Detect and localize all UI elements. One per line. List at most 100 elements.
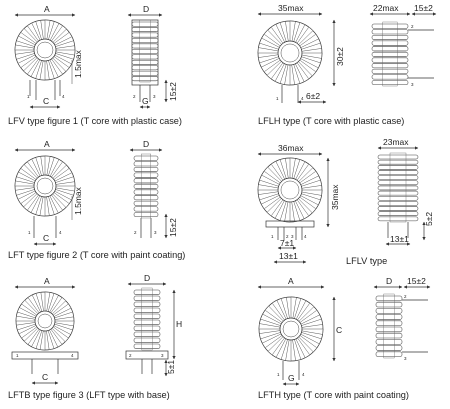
coil-turn bbox=[131, 32, 159, 38]
lfv-label-g: G bbox=[142, 96, 149, 106]
lftb-pin-2: 2 bbox=[129, 353, 132, 358]
lflv-dim-g3: 13±1 bbox=[390, 234, 409, 244]
coil-turn bbox=[131, 21, 159, 27]
coil-turn bbox=[371, 34, 409, 40]
lflv-dim-depth: 23max bbox=[383, 137, 409, 147]
figure-lftb: A 1 4 C D 2 3 H 5±1 LFTB typ bbox=[8, 273, 182, 400]
lflv-pin-3: 3 bbox=[291, 234, 294, 239]
coil-turn bbox=[131, 38, 159, 43]
coil-turn bbox=[133, 301, 161, 307]
lflh-pin-4: 4 bbox=[301, 96, 304, 101]
figure-lflh: 35max 1 4 6±2 30±2 22max 15±2 2 3 LFLH t… bbox=[257, 3, 437, 126]
coil-turn bbox=[377, 206, 419, 211]
figure-lft: A 1 4 C 1.5max D 2 3 15±2 LFT type figur… bbox=[8, 139, 185, 260]
lflv-dim-height: 35max bbox=[330, 184, 340, 210]
lft-label-a: A bbox=[44, 139, 50, 149]
lft-front-view: A 1 4 C 1.5max bbox=[14, 139, 83, 246]
coil-turn bbox=[133, 337, 161, 343]
coil-turn bbox=[131, 43, 159, 49]
lftb-label-c: C bbox=[42, 372, 48, 382]
core-outline bbox=[139, 19, 151, 83]
lflh-pin-3: 3 bbox=[411, 82, 414, 87]
coil-turn bbox=[375, 314, 403, 320]
lfv-pin-3: 3 bbox=[153, 94, 156, 99]
lfth-label-a: A bbox=[288, 276, 294, 286]
lflv-pin-1: 1 bbox=[271, 234, 274, 239]
lftb-label-d: D bbox=[144, 273, 150, 283]
lfv-dim-1: 1.5max bbox=[73, 49, 83, 78]
lfv-side-view: D 2 3 G 15±2 bbox=[127, 4, 178, 109]
coil-turn bbox=[131, 54, 159, 60]
coil-turn bbox=[377, 175, 419, 180]
core-outline bbox=[140, 153, 151, 219]
lft-pin-2: 2 bbox=[134, 230, 137, 235]
lflh-pin-1: 1 bbox=[276, 96, 279, 101]
coil-turn bbox=[371, 57, 409, 63]
coil-turn bbox=[375, 326, 403, 333]
lflh-front-view: 35max 1 4 6±2 30±2 bbox=[257, 3, 345, 104]
lft-label-c: C bbox=[43, 233, 49, 243]
core-outline bbox=[383, 293, 395, 359]
coil-turn bbox=[377, 180, 419, 186]
coil-turn bbox=[371, 80, 409, 86]
coil-turn bbox=[133, 289, 161, 295]
coil-turn bbox=[133, 200, 159, 206]
lftb-dim-2: 5±1 bbox=[166, 360, 176, 374]
lfth-dim-lead: 15±2 bbox=[407, 276, 426, 286]
lfv-caption: LFV type figure 1 (T core with plastic c… bbox=[8, 116, 182, 126]
coil-turn bbox=[377, 170, 419, 175]
coil-turn bbox=[133, 212, 159, 218]
coil-turn bbox=[133, 166, 159, 172]
coil-turn bbox=[377, 185, 419, 191]
lft-pin-1: 1 bbox=[28, 230, 31, 235]
lfth-pin-4: 4 bbox=[302, 372, 305, 377]
lfv-front-view: 1 4 A C 1.5max bbox=[14, 4, 83, 109]
coil-turn bbox=[131, 48, 159, 54]
coil-turn bbox=[133, 325, 161, 331]
coil-turn bbox=[377, 195, 419, 201]
coil-turn bbox=[133, 331, 161, 337]
coil-turn bbox=[375, 345, 403, 351]
lflv-pin-2: 2 bbox=[286, 234, 289, 239]
coil-turn bbox=[375, 295, 403, 302]
lftb-pin-3: 3 bbox=[161, 353, 164, 358]
lfv-label-a: A bbox=[44, 4, 50, 14]
coil-turn bbox=[131, 59, 159, 65]
lftb-label-h: H bbox=[176, 319, 182, 329]
lflv-dim-g1: 7±1 bbox=[280, 238, 294, 248]
figure-lflv: 36max 1 2 3 4 7±1 13±1 35max LFLV type 2… bbox=[257, 137, 434, 266]
coil-turn bbox=[377, 159, 419, 165]
coil-turn bbox=[377, 190, 419, 196]
coil-turn bbox=[131, 65, 159, 71]
lftb-caption: LFTB type figure 3 (LFT type with base) bbox=[8, 390, 170, 400]
lfth-label-g: G bbox=[288, 373, 295, 383]
lftb-pin-1: 1 bbox=[16, 353, 19, 358]
coil-turn bbox=[131, 27, 159, 32]
lfv-pin-4: 4 bbox=[62, 94, 65, 99]
coil-turn bbox=[133, 319, 161, 325]
coil-turn bbox=[133, 178, 159, 184]
lft-pin-4: 4 bbox=[59, 230, 62, 235]
lfv-label-c: C bbox=[43, 96, 49, 106]
lflh-dim-width: 35max bbox=[278, 3, 304, 13]
lft-dim-2: 15±2 bbox=[168, 218, 178, 237]
figure-lfth: A 1 4 G C D 15±2 2 3 LFTH type (T core w… bbox=[257, 276, 431, 400]
lflv-dim-width: 36max bbox=[278, 143, 304, 153]
coil-turn bbox=[371, 63, 409, 69]
lftb-side-view: D 2 3 H 5±1 bbox=[125, 273, 182, 377]
coil-turn bbox=[377, 154, 419, 160]
coil-turn bbox=[377, 211, 419, 216]
lft-side-view: D 2 3 15±2 bbox=[129, 139, 178, 239]
lfth-pin-2: 2 bbox=[404, 294, 407, 299]
coil-turn bbox=[375, 308, 403, 314]
coil-turn bbox=[377, 201, 419, 206]
lflh-dim-height: 30±2 bbox=[335, 47, 345, 66]
coil-turn bbox=[371, 40, 409, 46]
lft-dim-1: 1.5max bbox=[73, 186, 83, 215]
coil-turn bbox=[375, 301, 403, 308]
lfth-pin-3: 3 bbox=[404, 356, 407, 361]
lflh-dim-lead: 15±2 bbox=[414, 3, 433, 13]
lfv-pin-1: 1 bbox=[27, 94, 30, 99]
coil-turn bbox=[133, 172, 159, 178]
